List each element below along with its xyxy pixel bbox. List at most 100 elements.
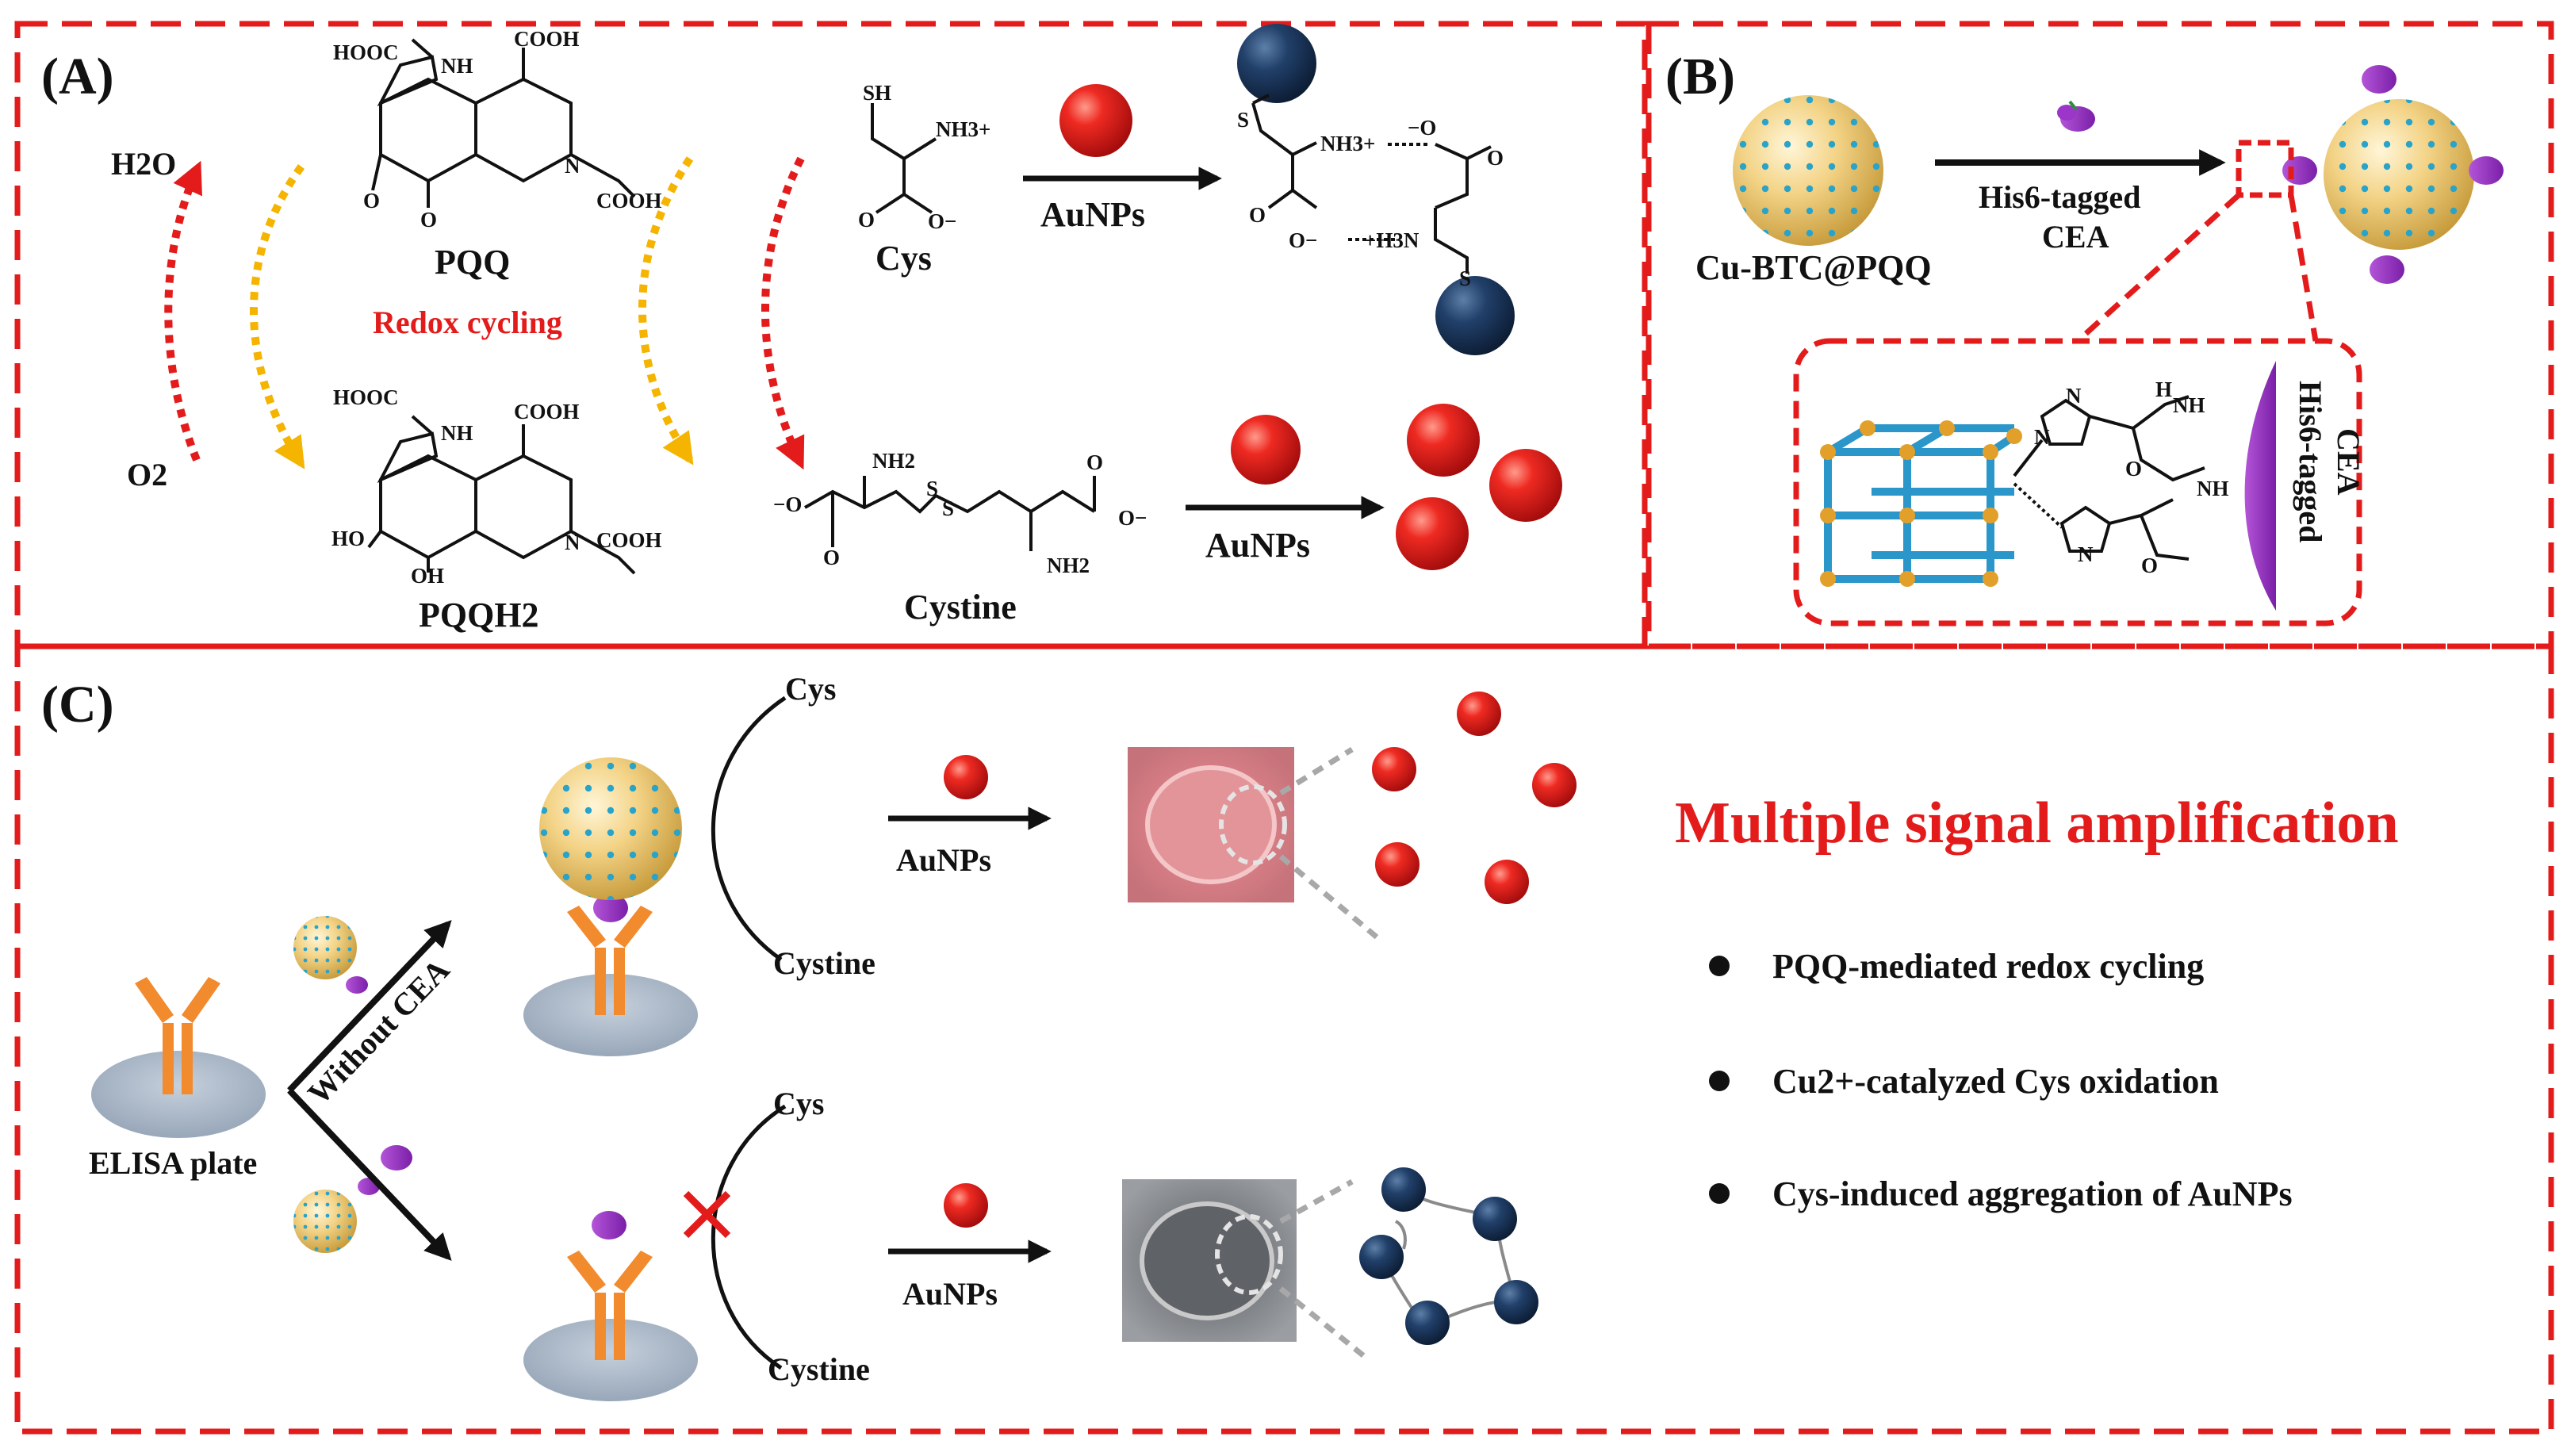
chem-atom-label: H xyxy=(2155,377,2172,401)
zoom-lines-red xyxy=(1278,747,1382,942)
chem-atom-label: O xyxy=(2141,554,2158,577)
bullet-text: Cys-induced aggregation of AuNPs xyxy=(1772,1174,2293,1213)
aunp-navy xyxy=(1435,276,1515,355)
chem-atom-label: NH2 xyxy=(872,449,915,473)
signal-amplification-headline: Multiple signal amplification xyxy=(1675,791,2399,856)
cu-btc-pqq-label: Cu-BTC@PQQ xyxy=(1695,248,1932,287)
chem-atom-label: COOH xyxy=(514,400,580,423)
chem-atom-label: HOOC xyxy=(333,385,399,409)
chem-atom-label: NH3+ xyxy=(936,117,990,141)
chem-atom-label: N xyxy=(2066,384,2082,408)
chem-atom-label: O− xyxy=(1118,506,1147,530)
chem-atom-label: COOH xyxy=(514,27,580,51)
cys-product-structure xyxy=(1251,94,1492,274)
top-cystine-label: Cystine xyxy=(773,945,875,981)
chem-atom-label: NH xyxy=(2197,477,2229,500)
zoom-lines xyxy=(2075,193,2319,343)
panel-b-label: (B) xyxy=(1665,48,1735,105)
aunp-red xyxy=(1407,404,1480,477)
well-photo-grey xyxy=(1122,1179,1297,1342)
redox-cycling-label: Redox cycling xyxy=(373,305,562,340)
well-photo-red xyxy=(1128,747,1294,902)
chem-atom-label: NH xyxy=(2173,393,2205,417)
chem-atom-label: CEA xyxy=(2331,428,2366,496)
cys-name: Cys xyxy=(875,239,932,278)
chem-atom-label: N xyxy=(2078,542,2094,566)
chem-atom-label: HO xyxy=(331,527,365,550)
branch-arrow-up xyxy=(287,920,452,1093)
aunp-red xyxy=(944,1183,988,1228)
branch-arrow-down xyxy=(287,1088,452,1261)
chem-atom-label: O xyxy=(823,546,840,569)
panel-c-label: (C) xyxy=(41,676,114,734)
chem-atom-label: −O xyxy=(1408,116,1436,140)
chem-atom-label: +H3N xyxy=(1364,228,1420,252)
bottom-cys-label: Cys xyxy=(773,1086,824,1121)
reaction-arrow-cystine-label: AuNPs xyxy=(1205,526,1310,565)
antibody-icon xyxy=(135,977,220,1094)
bottom-cystine-label: Cystine xyxy=(768,1351,870,1387)
panel-c-frame xyxy=(14,643,2554,1435)
probe-particle-small xyxy=(293,1145,412,1253)
split-bracket-top xyxy=(711,695,787,962)
chem-atom-label: O xyxy=(1487,146,1504,170)
chem-atom-label: SH xyxy=(863,81,891,105)
chem-atom-label: S xyxy=(942,496,954,520)
cys-product-labels: S NH3+ −O O O O− +H3N S xyxy=(1237,108,1504,290)
cea-surface-label: His6-tagged CEA xyxy=(2293,381,2366,542)
pqqh2-structure xyxy=(367,415,636,575)
arrow-label-cea: CEA xyxy=(2042,219,2109,255)
cys-labels: SH NH3+ O O− xyxy=(858,81,990,233)
elisa-plate-top xyxy=(523,757,698,1056)
his-tag-linkers xyxy=(2013,395,2205,561)
top-arrow-label: AuNPs xyxy=(896,842,991,878)
cys-structure xyxy=(871,103,937,214)
top-cys-label: Cys xyxy=(785,671,836,707)
panel-b-frame xyxy=(1646,21,2554,649)
cea-protein xyxy=(2057,100,2095,132)
pqq-name: PQQ xyxy=(435,243,510,282)
chem-atom-label: O xyxy=(420,208,437,232)
panel-a-frame xyxy=(14,21,1648,649)
zoom-highlight-box xyxy=(2236,140,2294,198)
aunp-red xyxy=(1231,415,1301,485)
bullet-dot xyxy=(1709,1183,1730,1204)
cystine-labels: −O O NH2 S S NH2 O O− xyxy=(773,449,1147,577)
chem-atom-label: N xyxy=(2034,425,2050,449)
oxygen-label: O2 xyxy=(127,457,167,492)
cystine-name: Cystine xyxy=(904,588,1017,626)
elisa-plate-left xyxy=(91,977,266,1138)
zoom-inset-box xyxy=(1793,338,2362,626)
chem-atom-label: OH xyxy=(411,564,444,588)
chem-atom-label: O xyxy=(363,189,380,213)
pqq-labels: HOOC NH COOH N COOH O O xyxy=(333,27,662,232)
bullet-list: PQQ-mediated redox cycling Cu2+-catalyze… xyxy=(1709,947,2293,1213)
bullet-dot xyxy=(1709,1071,1730,1091)
aunp-red xyxy=(1489,449,1562,522)
chem-atom-label: COOH xyxy=(596,189,662,213)
pqqh2-labels: HOOC NH COOH N COOH HO OH xyxy=(331,385,662,588)
pqqh2-name: PQQH2 xyxy=(419,596,539,634)
chem-atom-label: O− xyxy=(928,209,956,233)
chem-atom-label: N xyxy=(565,531,580,554)
bullet-text: Cu2+-catalyzed Cys oxidation xyxy=(1772,1062,2219,1101)
cystine-structure xyxy=(804,476,1096,551)
chem-atom-label: N xyxy=(565,154,580,178)
chem-atom-label: NH xyxy=(441,54,473,78)
aunp-red xyxy=(1059,84,1132,157)
chem-atom-label: O xyxy=(858,208,875,232)
zoom-lines-grey xyxy=(1278,1178,1366,1358)
panel-a-label: (A) xyxy=(41,48,114,105)
redox-cycle-arrows xyxy=(164,156,805,470)
chem-atom-label: S xyxy=(1459,266,1471,290)
cu-btc-pqq-particle xyxy=(1733,95,1883,246)
aunp-red xyxy=(944,755,988,799)
dispersed-aunps xyxy=(1372,692,1577,904)
chem-atom-label: NH xyxy=(441,421,473,445)
water-label: H2O xyxy=(111,146,176,182)
zoom-chem-labels: N N H NH O NH N O xyxy=(2034,377,2229,577)
cea-decorated-particle xyxy=(2282,65,2504,284)
split-bracket-bottom xyxy=(711,1104,787,1370)
elisa-plate-label: ELISA plate xyxy=(89,1145,257,1181)
